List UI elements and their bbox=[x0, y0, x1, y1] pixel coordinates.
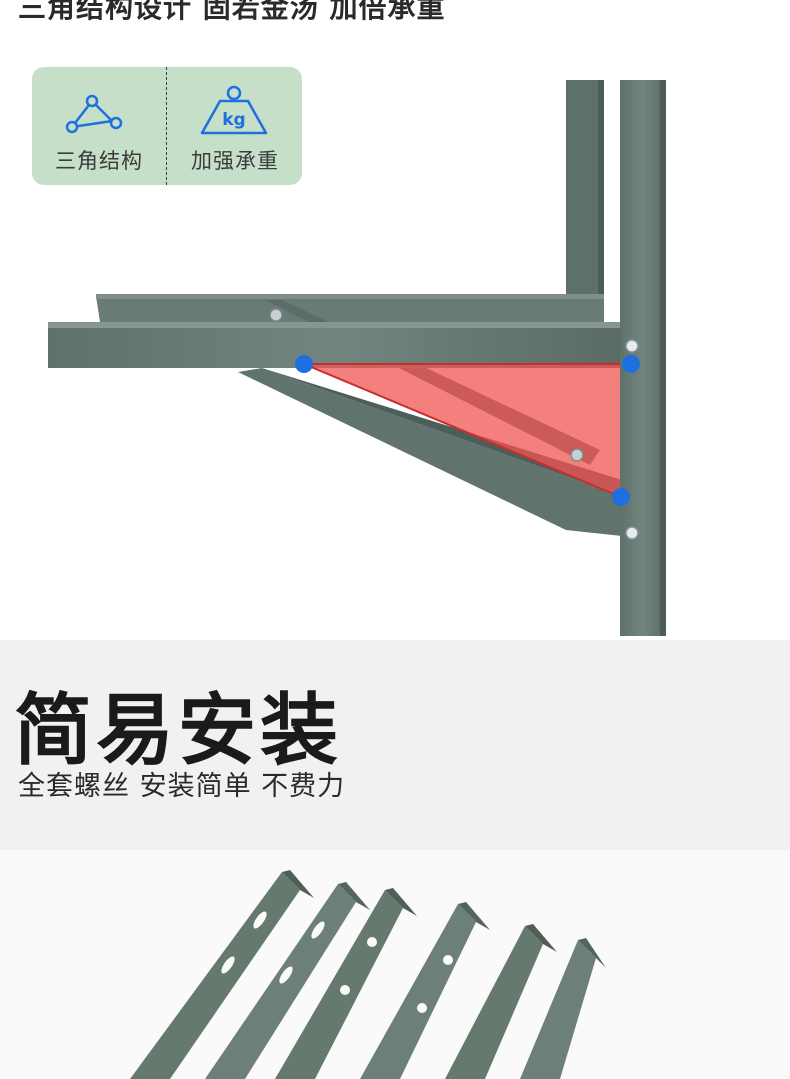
screw-hole-icon bbox=[625, 339, 639, 353]
vertex-dot bbox=[612, 488, 630, 506]
top-caption: 三角结构设计 固若金汤 加倍承重 bbox=[18, 0, 446, 24]
feature-divider bbox=[166, 67, 167, 185]
back-vertical-post bbox=[566, 80, 604, 330]
bracket-illustration bbox=[48, 80, 666, 636]
screw-hole-icon bbox=[625, 526, 639, 540]
kg-icon-text: kg bbox=[222, 110, 245, 130]
feature-label: 加强承重 bbox=[191, 149, 279, 173]
angle-bar bbox=[445, 924, 557, 1079]
angle-bar bbox=[360, 902, 490, 1079]
section-subtitle: 全套螺丝 安装简单 不费力 bbox=[18, 771, 346, 802]
bolt-icon bbox=[570, 448, 584, 462]
front-horizontal-arm bbox=[48, 322, 622, 368]
angle-bar bbox=[520, 938, 606, 1079]
angle-bar bbox=[205, 882, 370, 1079]
back-horizontal-arm bbox=[96, 296, 604, 322]
kg-weight-icon: kg bbox=[200, 85, 268, 135]
section-title: 简易安装 bbox=[14, 686, 343, 776]
angle-bar bbox=[275, 888, 417, 1079]
vertex-dot bbox=[622, 355, 640, 373]
bolt-icon bbox=[269, 308, 283, 322]
feature-triangle-structure: 三角结构 bbox=[32, 67, 166, 185]
triangle-structure-icon bbox=[65, 94, 123, 134]
easy-install-section: 简易安装 全套螺丝 安装简单 不费力 bbox=[0, 640, 790, 1079]
front-diagonal-brace bbox=[238, 368, 622, 536]
feature-card: 三角结构 kg 加强承重 bbox=[32, 67, 302, 185]
angle-bar bbox=[130, 870, 314, 1079]
feature-label: 三角结构 bbox=[55, 149, 143, 173]
vertex-dot bbox=[295, 355, 313, 373]
bars-illustration bbox=[0, 850, 790, 1079]
feature-load-bearing: kg 加强承重 bbox=[168, 67, 302, 185]
